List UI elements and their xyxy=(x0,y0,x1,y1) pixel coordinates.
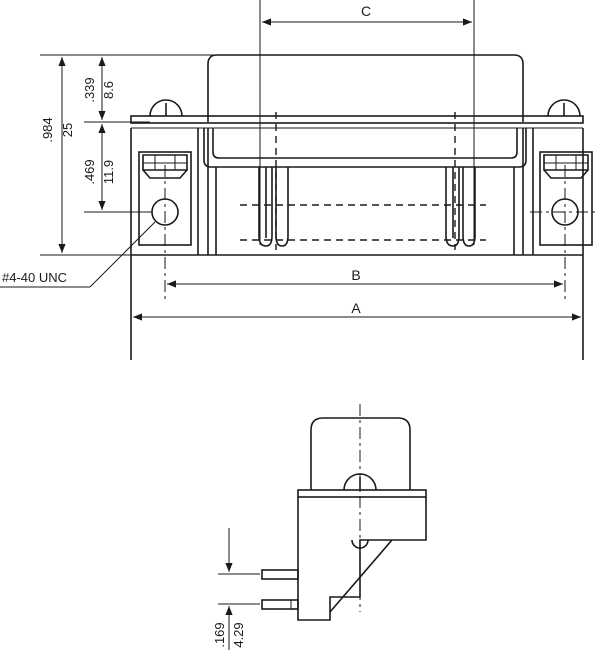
mount-hole-height-in: .469 xyxy=(82,159,97,184)
pin-row-spacing-in: .169 xyxy=(212,622,227,647)
contact-pin-left xyxy=(258,112,289,250)
dimension-overall-height: .984 25 xyxy=(40,57,75,253)
dimension-b: B xyxy=(167,267,563,288)
mount-block-right xyxy=(530,151,598,300)
side-body xyxy=(297,497,427,621)
mount-block-left xyxy=(138,151,192,300)
pin-row-spacing-mm: 4.29 xyxy=(231,622,246,647)
dimension-shell-height: .339 8.6 xyxy=(82,57,116,120)
side-pin-lower xyxy=(261,599,299,610)
screw-head-left xyxy=(149,99,183,117)
side-view: .169 4.29 xyxy=(212,404,427,650)
contact-pin-right xyxy=(445,112,476,250)
thread-callout-label: #4-40 UNC xyxy=(2,270,67,285)
dim-a-label: A xyxy=(351,300,361,316)
d-shell-top xyxy=(207,54,524,122)
overall-height-mm: 25 xyxy=(60,123,75,137)
contact-carrier xyxy=(212,128,518,159)
dimension-a: A xyxy=(133,300,581,321)
flange-plate xyxy=(130,115,584,124)
connector-body xyxy=(130,128,584,360)
side-pin-upper xyxy=(261,569,299,580)
front-view: C xyxy=(0,0,598,360)
dimension-mount-hole-height: .469 11.9 xyxy=(82,124,116,210)
shell-height-mm: 8.6 xyxy=(101,81,116,99)
dim-c-label: C xyxy=(361,3,371,19)
screw-head-right xyxy=(547,99,581,117)
overall-height-in: .984 xyxy=(40,117,55,142)
thread-callout: #4-40 UNC xyxy=(0,221,156,288)
dimension-pin-row-spacing: .169 4.29 xyxy=(212,528,260,650)
mount-hole-height-mm: 11.9 xyxy=(101,160,116,184)
side-d-shell xyxy=(310,417,411,490)
dim-b-label: B xyxy=(351,267,360,283)
side-flange xyxy=(297,489,427,498)
shell-height-in: .339 xyxy=(82,77,97,102)
